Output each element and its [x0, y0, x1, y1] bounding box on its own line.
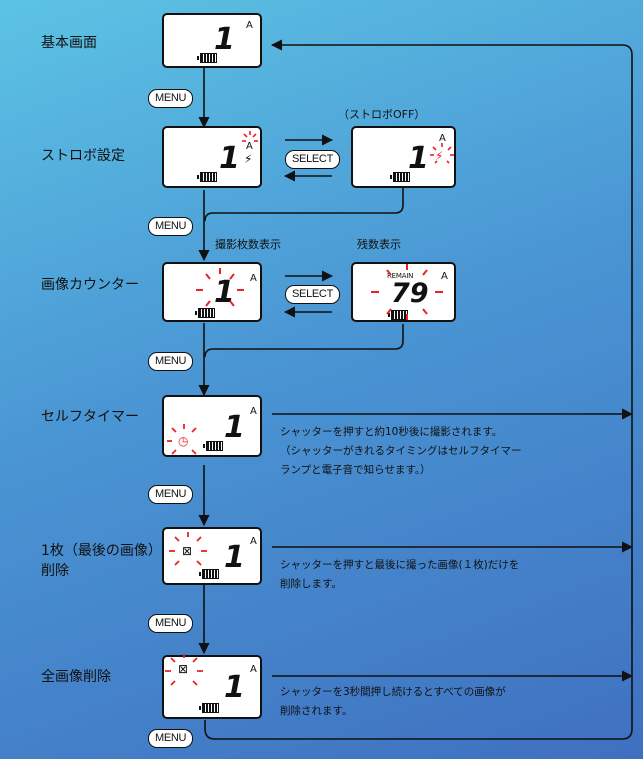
- lcd-mode-indicator: A: [246, 141, 253, 152]
- step-label-self-timer: セルフタイマー: [41, 409, 139, 425]
- blink-burst-icon: [167, 424, 197, 455]
- lcd-mode-indicator: A: [250, 406, 257, 417]
- lcd-strobe-off-screen: 1 A ⚡: [351, 126, 456, 188]
- lcd-mode-indicator: A: [439, 133, 446, 144]
- lcd-mode-indicator: A: [250, 273, 257, 284]
- battery-icon: [390, 172, 410, 182]
- lcd-basic-screen: 1 A: [162, 13, 262, 68]
- shots-display-caption: 撮影枚数表示: [215, 238, 281, 251]
- lcd-remaining-screen: REMAIN 79 A: [351, 262, 456, 322]
- battery-icon: [197, 53, 217, 63]
- self-timer-note: シャッターを押すと約10秒後に撮影されます。 （シャッターがきれるタイミングはセ…: [280, 426, 522, 476]
- blink-burst-icon: [165, 654, 203, 686]
- menu-button[interactable]: MENU: [148, 352, 194, 371]
- lcd-digit: 1: [224, 540, 245, 575]
- lcd-delete-one-screen: 1 A ⊠: [162, 527, 262, 585]
- flash-off-icon: ⚡: [244, 152, 253, 166]
- self-timer-icon: ◷: [178, 434, 189, 448]
- lcd-digit: 1: [224, 410, 245, 445]
- remaining-count: 79: [391, 278, 429, 309]
- strobe-off-caption: （ストロボOFF）: [338, 108, 426, 121]
- remaining-display-caption: 残数表示: [357, 238, 401, 251]
- lcd-strobe-screen: 1 A ⚡: [162, 126, 262, 188]
- delete-one-note: シャッターを押すと最後に撮った画像(１枚)だけを 削除します。: [280, 559, 520, 590]
- delete-all-icon: ⊠: [178, 662, 189, 676]
- strobe-return-line: [204, 188, 404, 222]
- step-label-counter: 画像カウンター: [41, 277, 139, 293]
- lcd-self-timer-screen: 1 A ◷: [162, 395, 262, 457]
- menu-button[interactable]: MENU: [148, 217, 194, 236]
- blink-burst-icon: [169, 532, 207, 566]
- flash-burst-icon: [242, 131, 258, 142]
- menu-button[interactable]: MENU: [148, 89, 194, 108]
- battery-icon: [203, 441, 223, 451]
- menu-button[interactable]: MENU: [148, 614, 194, 633]
- step-label-delete-one: 1枚（最後の画像） 削除: [41, 543, 162, 579]
- step-label-delete-all: 全画像削除: [41, 669, 111, 685]
- loop-back-line: [204, 39, 633, 740]
- step-label-basic: 基本画面: [41, 35, 97, 51]
- lcd-digit: 1: [224, 670, 245, 705]
- flash-burst-icon: [430, 143, 454, 164]
- lcd-mode-indicator: A: [246, 20, 253, 31]
- lcd-mode-indicator: A: [250, 536, 257, 547]
- lcd-digit: 1: [219, 141, 240, 176]
- menu-button[interactable]: MENU: [148, 729, 194, 748]
- flash-off-icon: ⚡: [435, 149, 444, 163]
- battery-icon: [195, 308, 215, 318]
- blink-burst-icon: [196, 268, 244, 307]
- battery-icon: [199, 569, 219, 579]
- battery-icon: [197, 172, 217, 182]
- step-label-strobe: ストロボ設定: [41, 148, 125, 164]
- lcd-digit: 1: [214, 275, 235, 310]
- menu-button[interactable]: MENU: [148, 485, 194, 504]
- blink-burst-icon: [371, 264, 443, 320]
- select-button[interactable]: SELECT: [285, 150, 340, 169]
- lcd-counter-screen: 1 A: [162, 262, 262, 322]
- delete-all-note: シャッターを3秒間押し続けるとすべての画像が 削除されます。: [280, 686, 506, 717]
- select-button[interactable]: SELECT: [285, 285, 340, 304]
- counter-return-line: [204, 324, 404, 358]
- delete-one-icon: ⊠: [182, 544, 193, 558]
- lcd-delete-all-screen: 1 A ⊠: [162, 654, 262, 719]
- battery-icon: [199, 703, 219, 713]
- lcd-mode-indicator: A: [441, 271, 448, 282]
- remain-label: REMAIN: [387, 272, 414, 280]
- lcd-digit: 1: [408, 141, 429, 176]
- lcd-digit: 1: [214, 22, 235, 57]
- lcd-mode-indicator: A: [250, 664, 257, 675]
